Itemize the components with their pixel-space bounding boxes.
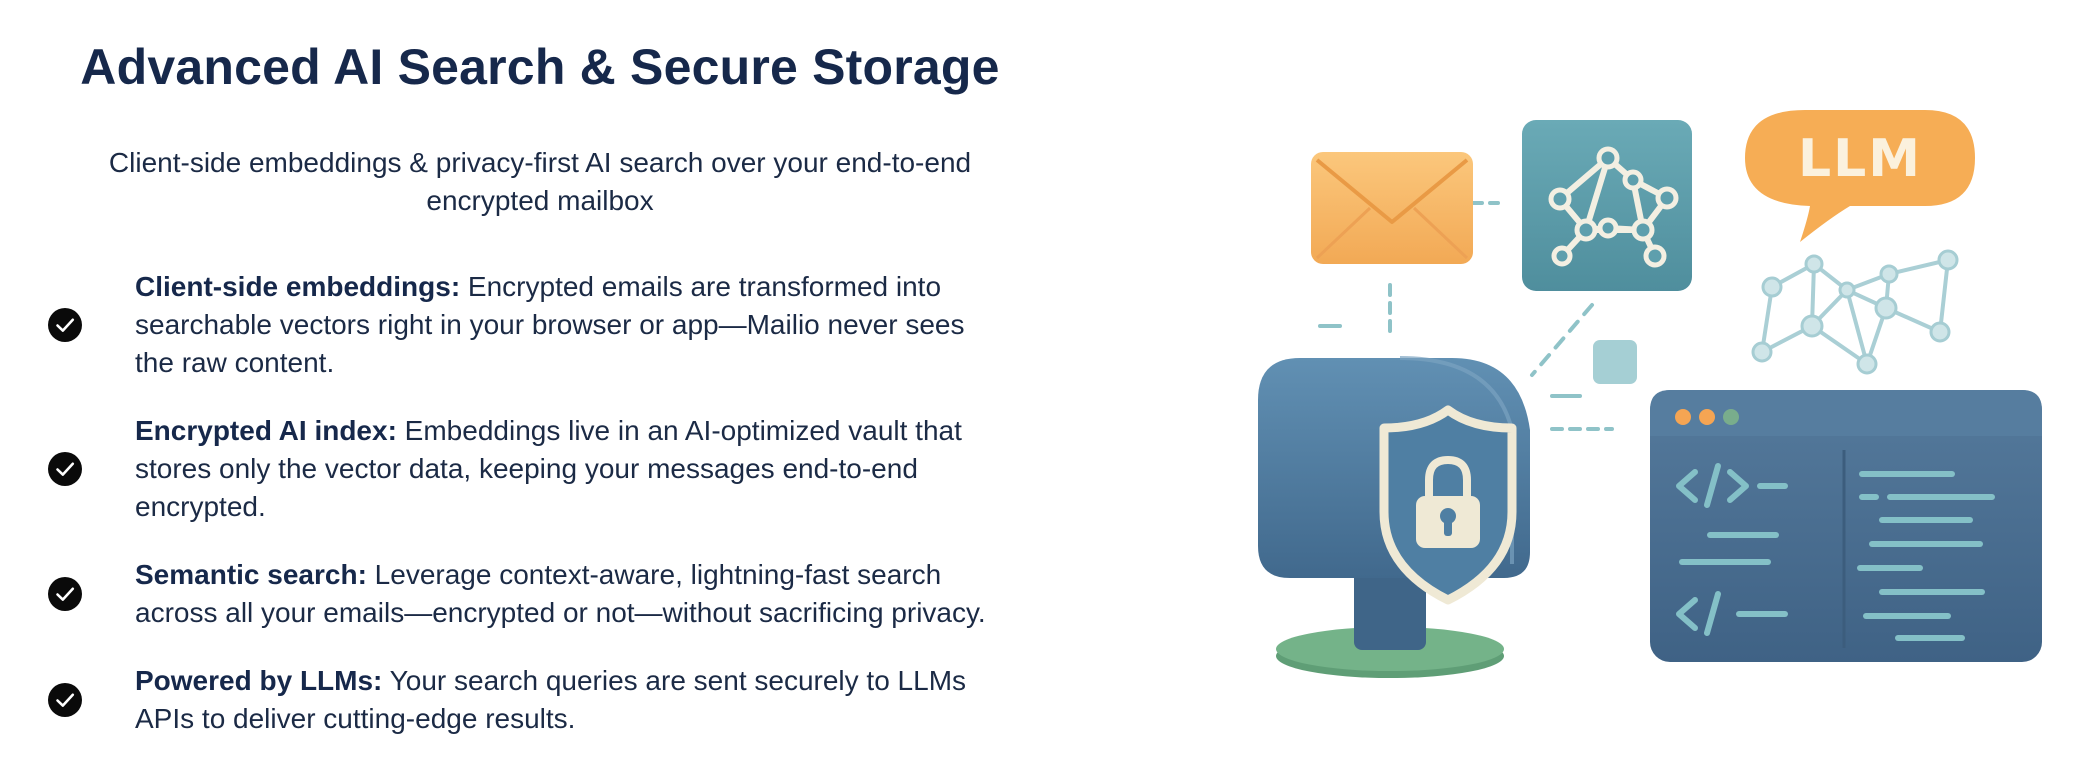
feature-lead: Encrypted AI index:	[135, 415, 397, 446]
data-chip-icon	[1593, 340, 1637, 384]
feature-text: Embeddings live in an AI-optimized vault…	[135, 415, 962, 522]
feature-lead: Powered by LLMs:	[135, 665, 383, 696]
feature-item-powered-by-llms: Powered by LLMs: Your search queries are…	[48, 662, 1008, 738]
feature-item-client-side-embeddings: Client-side embeddings: Encrypted emails…	[48, 268, 1008, 382]
check-icon	[48, 683, 82, 717]
content-column: Advanced AI Search & Secure Storage Clie…	[48, 39, 1008, 738]
hero-illustration: LLM	[1240, 100, 2060, 700]
feature-item-encrypted-ai-index: Encrypted AI index: Embeddings live in a…	[48, 412, 1008, 526]
feature-item-semantic-search: Semantic search: Leverage context-aware,…	[48, 556, 1008, 632]
page-title: Advanced AI Search & Secure Storage	[80, 39, 1000, 95]
illustration-canvas: LLM	[1258, 110, 2042, 678]
connector-lines	[1318, 201, 1614, 431]
network-icon	[1522, 120, 1692, 291]
page-subtitle: Client-side embeddings & privacy-first A…	[108, 147, 972, 216]
feature-text: Leverage context-aware, lightning-fast s…	[135, 559, 986, 628]
feature-text: Encrypted emails are transformed into se…	[135, 271, 965, 378]
shield-lock-icon	[1379, 405, 1517, 605]
check-icon	[48, 308, 82, 342]
llm-bubble-label: LLM	[1798, 129, 1922, 189]
code-window-icon	[1650, 390, 2042, 662]
feature-lead: Client-side embeddings:	[135, 271, 461, 302]
envelope-icon	[1311, 152, 1473, 264]
check-icon	[48, 577, 82, 611]
node-mesh-icon	[1751, 249, 1959, 375]
check-icon	[48, 452, 82, 486]
llm-bubble-icon: LLM	[1745, 110, 1975, 242]
feature-lead: Semantic search:	[135, 559, 367, 590]
feature-list: Client-side embeddings: Encrypted emails…	[48, 268, 1008, 738]
feature-text: Your search queries are sent securely to…	[135, 665, 967, 734]
